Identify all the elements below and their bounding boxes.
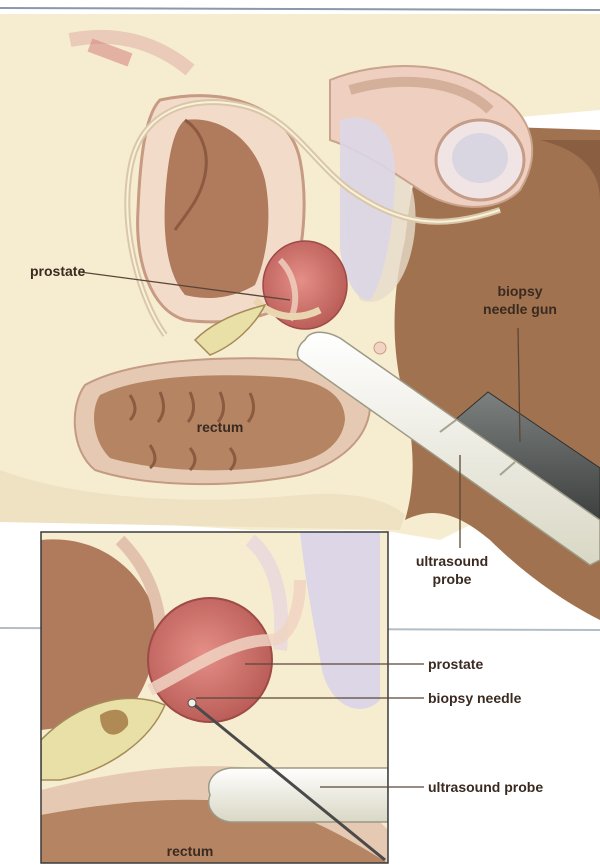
testicle-inner xyxy=(452,133,508,183)
inset-needle-tip xyxy=(188,699,196,707)
label-rectum: rectum xyxy=(197,419,244,435)
label-prostate: prostate xyxy=(30,263,85,279)
label-biopsy-needle-gun-2: needle gun xyxy=(483,301,557,317)
inset-label-prostate: prostate xyxy=(428,656,483,672)
inset-label-rectum: rectum xyxy=(167,843,214,859)
top-border xyxy=(0,8,600,10)
main-anatomy-view: prostate rectum biopsy needle gun ultras… xyxy=(0,8,600,620)
inset-label-biopsy-needle: biopsy needle xyxy=(428,690,522,706)
label-ultrasound-probe-1: ultrasound xyxy=(416,553,488,569)
inset-ultrasound-probe xyxy=(209,768,388,822)
tissue-dot-1 xyxy=(374,342,386,354)
label-ultrasound-probe-2: probe xyxy=(433,571,472,587)
label-biopsy-needle-gun-1: biopsy xyxy=(497,283,542,299)
inset-label-ultrasound-probe: ultrasound probe xyxy=(428,779,543,795)
